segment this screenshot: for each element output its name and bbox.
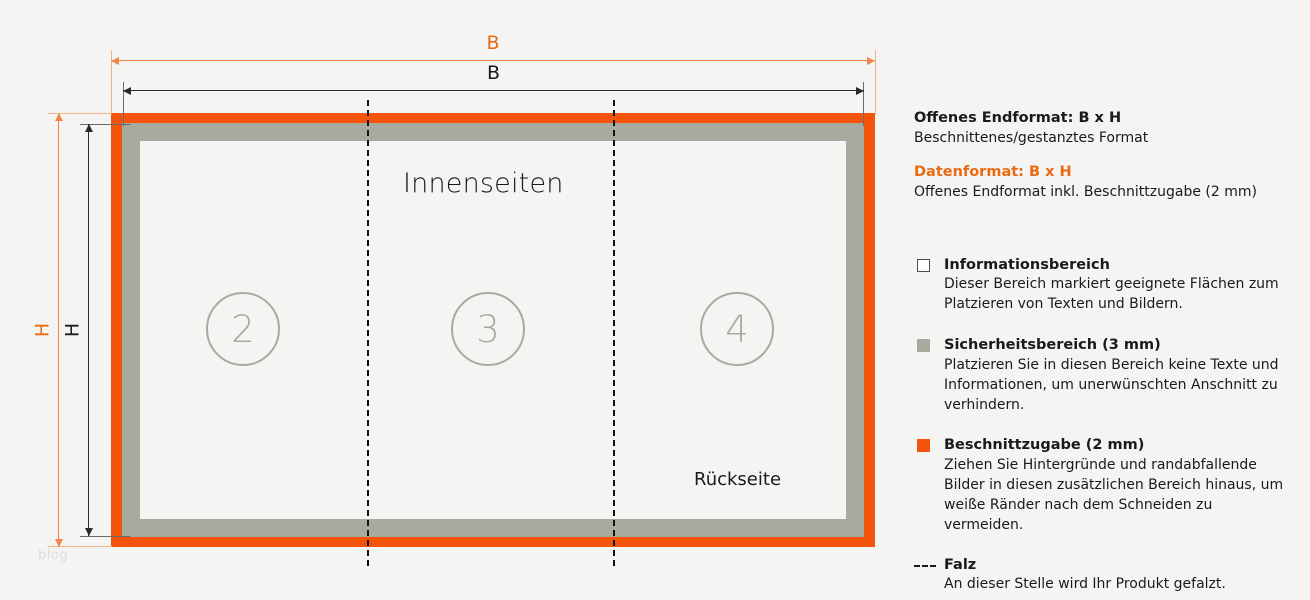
arrow-up-icon: [85, 124, 93, 132]
inner-pages-label: Innenseiten: [403, 168, 564, 199]
arrow-left-icon: [111, 57, 119, 65]
page-circle-2: 2: [206, 292, 280, 366]
legend-item-information-area: Informationsbereich Dieser Bereich marki…: [914, 255, 1294, 315]
dimension-width-trim-label: B: [486, 62, 501, 84]
legend-item-safety-area: Sicherheitsbereich (3 mm) Platzieren Sie…: [914, 335, 1294, 415]
witness-line-bleed-left-top: [111, 50, 112, 114]
page-circle-4: 4: [700, 292, 774, 366]
fold-line-left: [367, 100, 369, 566]
page-number: 2: [231, 307, 255, 351]
legend-item-desc-line: An dieser Stelle wird Ihr Produkt gefalz…: [944, 576, 1226, 593]
legend-format-data: Datenformat: B x H Offenes Endformat ink…: [914, 162, 1294, 202]
page-number: 3: [476, 307, 500, 351]
witness-line-trim-left-top: [123, 82, 124, 126]
dimension-height-trim-label: H: [61, 322, 84, 338]
legend-item-title: Informationsbereich: [944, 256, 1110, 273]
legend-item-desc-line: verhindern.: [944, 396, 1025, 413]
legend: Offenes Endformat: B x H Beschnittenes/g…: [914, 108, 1294, 595]
dimension-height-trim: H: [62, 124, 93, 536]
dimension-width-bleed: B: [111, 34, 875, 65]
watermark: blog: [38, 548, 69, 563]
witness-line-bleed-bottom-left: [48, 546, 112, 547]
dimension-height-bleed-label: H: [31, 322, 54, 338]
witness-line-bleed-right-top: [875, 50, 876, 114]
witness-line-trim-bottom-left: [80, 536, 130, 537]
legend-item-desc-line: Dieser Bereich markiert geeignete Fläche…: [944, 276, 1279, 293]
arrow-right-icon: [856, 87, 864, 95]
legend-format-data-desc: Offenes Endformat inkl. Beschnittzugabe …: [914, 184, 1257, 201]
legend-item-desc-line: Platzieren Sie in diesen Bereich keine T…: [944, 356, 1279, 373]
legend-format-open-title: Offenes Endformat: B x H: [914, 110, 1122, 126]
dimension-height-bleed: H: [32, 113, 63, 547]
legend-item-title: Beschnittzugabe (2 mm): [944, 437, 1145, 454]
dimension-width-bleed-label: B: [486, 32, 500, 54]
safety-area-swatch-icon: [917, 339, 930, 353]
legend-item-desc-line: Platzieren von Texten und Bildern.: [944, 296, 1183, 313]
arrow-up-icon: [55, 113, 63, 121]
arrow-right-icon: [867, 57, 875, 65]
bleed-area-swatch-icon: [917, 439, 930, 453]
page-circle-3: 3: [451, 292, 525, 366]
legend-item-title: Sicherheitsbereich (3 mm): [944, 337, 1161, 354]
fold-line-right: [613, 100, 615, 566]
fold-line-swatch-icon: [914, 564, 936, 567]
legend-item-desc-line: Ziehen Sie Hintergründe und randabfallen…: [944, 457, 1257, 474]
witness-line-trim-top-left: [80, 124, 130, 125]
legend-format-data-title: Datenformat: B x H: [914, 164, 1072, 181]
arrow-down-icon: [85, 528, 93, 536]
information-area-swatch-icon: [917, 258, 930, 272]
legend-item-desc-line: Informationen, um unerwünschten Anschnit…: [944, 376, 1278, 393]
legend-item-title: Falz: [944, 556, 977, 573]
legend-item-fold: Falz An dieser Stelle wird Ihr Produkt g…: [914, 555, 1294, 595]
dimension-width-trim: B: [123, 64, 864, 95]
arrow-left-icon: [123, 87, 131, 95]
witness-line-trim-right-top: [863, 82, 864, 126]
arrow-down-icon: [55, 539, 63, 547]
legend-item-desc-line: Bilder in diesen zusätzlichen Bereich hi…: [944, 476, 1284, 493]
legend-item-desc-line: weiße Ränder nach dem Schneiden zu verme…: [944, 496, 1213, 533]
page-number: 4: [725, 307, 749, 351]
legend-format-open: Offenes Endformat: B x H Beschnittenes/g…: [914, 108, 1294, 148]
legend-item-bleed-area: Beschnittzugabe (2 mm) Ziehen Sie Hinter…: [914, 435, 1294, 535]
legend-format-open-desc: Beschnittenes/gestanztes Format: [914, 129, 1149, 146]
witness-line-bleed-top-left: [48, 113, 112, 114]
back-page-label: Rückseite: [694, 469, 782, 490]
